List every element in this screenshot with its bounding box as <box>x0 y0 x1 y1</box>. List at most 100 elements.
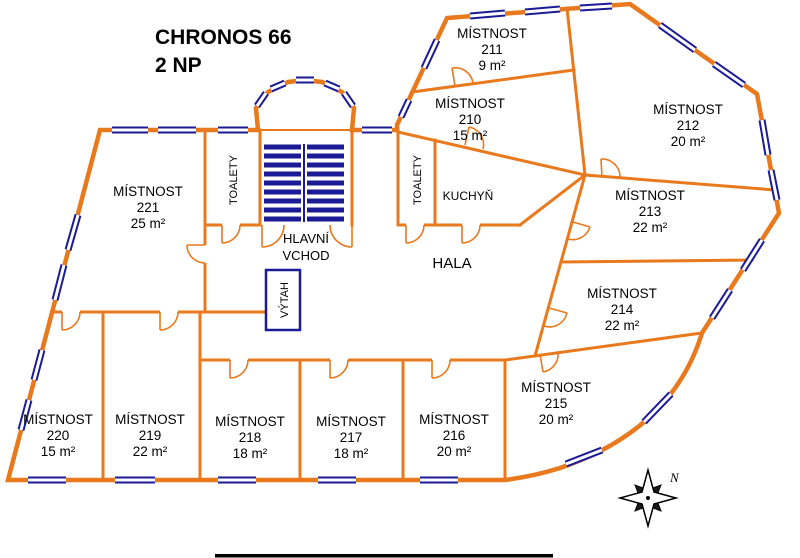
room-220-name: MÍSTNOST <box>23 412 93 427</box>
room-label-213: MÍSTNOST 213 22 m² <box>615 188 685 235</box>
door-arc <box>261 224 285 248</box>
door-arc <box>61 311 81 331</box>
window <box>323 79 341 93</box>
wall-kitchen-right <box>517 172 588 228</box>
door-leaf <box>548 307 568 314</box>
wall-212-213-divider <box>583 173 777 192</box>
plan-floor: 2 NP <box>155 54 202 77</box>
window <box>657 22 698 53</box>
kitchen-label: KUCHYŇ <box>443 188 494 203</box>
room-219-name: MÍSTNOST <box>115 412 185 427</box>
door-room216 <box>431 359 451 379</box>
main-entrance-label-line2: VCHOD <box>283 248 330 263</box>
window <box>579 2 613 12</box>
door-arc <box>567 226 591 241</box>
door-arc <box>329 224 353 248</box>
room-label-214: MÍSTNOST 214 22 m² <box>587 286 657 333</box>
window <box>420 38 441 70</box>
door-openings <box>62 222 480 363</box>
door-leaf <box>600 158 603 178</box>
door-kitchen <box>461 224 481 244</box>
door-room214 <box>543 307 568 328</box>
interior-walls <box>50 6 777 482</box>
main-entrance-label-line1: HLAVNÍ <box>283 231 329 246</box>
door-arc <box>543 312 568 328</box>
elevator <box>264 268 302 332</box>
door-arc <box>600 158 621 179</box>
window <box>269 79 287 93</box>
room-221-number: 221 <box>137 200 160 215</box>
door-room217 <box>329 359 349 379</box>
room-218-name: MÍSTNOST <box>215 414 285 429</box>
door-room210 <box>464 126 485 150</box>
doors <box>61 66 621 379</box>
wall-215-top <box>503 331 704 362</box>
room-213-name: MÍSTNOST <box>615 188 685 203</box>
room-216-name: MÍSTNOST <box>419 412 489 427</box>
room-212-name: MÍSTNOST <box>653 102 723 117</box>
room-219-number: 219 <box>139 428 162 443</box>
labels: CHRONOS 66 2 NP MÍSTNOST 221 25 m² MÍSTN… <box>23 26 723 461</box>
room-label-217: MÍSTNOST 217 18 m² <box>316 414 386 461</box>
door-room211 <box>451 66 474 87</box>
room-label-212: MÍSTNOST 212 20 m² <box>653 102 723 149</box>
window <box>740 238 765 272</box>
room-212-number: 212 <box>677 118 700 133</box>
window <box>767 169 781 201</box>
window <box>711 61 747 88</box>
room-211-number: 211 <box>481 42 503 57</box>
room-213-number: 213 <box>639 204 662 219</box>
room-215-name: MÍSTNOST <box>521 380 591 395</box>
bottom-crop-line <box>215 554 553 558</box>
room-218-number: 218 <box>239 430 262 445</box>
door-room221 <box>186 244 206 264</box>
room-220-number: 220 <box>47 428 70 443</box>
elevator-label: VÝTAH <box>278 282 291 318</box>
toilets-right-label: TOALETY <box>412 154 424 205</box>
door-arc <box>405 224 425 244</box>
toilets-left-label: TOALETY <box>228 154 240 205</box>
door-arc <box>186 244 206 264</box>
door-toilets-right <box>405 224 425 244</box>
door-arc <box>229 359 249 379</box>
window <box>709 288 733 320</box>
door-room220 <box>61 311 81 331</box>
room-label-218: MÍSTNOST 218 18 m² <box>215 414 285 461</box>
window <box>64 214 82 251</box>
room-label-219: MÍSTNOST 219 22 m² <box>115 412 185 459</box>
room-label-220: MÍSTNOST 220 15 m² <box>23 412 93 459</box>
door-arc <box>468 126 485 150</box>
room-216-area: 20 m² <box>437 444 472 459</box>
room-220-area: 15 m² <box>41 444 76 459</box>
door-toilets-left <box>221 224 241 244</box>
hall-label: HALA <box>432 255 471 272</box>
wall-211-210-divider <box>410 68 576 94</box>
door-arc <box>461 224 481 244</box>
room-215-number: 215 <box>545 396 568 411</box>
room-210-area: 15 m² <box>453 128 488 143</box>
window <box>397 98 413 119</box>
window <box>758 119 772 156</box>
window <box>641 391 674 425</box>
door-arc <box>542 351 559 373</box>
window <box>564 446 604 468</box>
door-room218 <box>229 359 249 379</box>
room-210-number: 210 <box>459 112 482 127</box>
window <box>30 349 46 381</box>
door-arc <box>221 224 241 244</box>
door-leaf <box>464 126 470 146</box>
room-211-name: MÍSTNOST <box>457 26 527 41</box>
room-label-215: MÍSTNOST 215 20 m² <box>521 380 591 427</box>
room-221-area: 25 m² <box>131 216 166 231</box>
room-217-area: 18 m² <box>334 446 369 461</box>
room-214-area: 22 m² <box>605 318 640 333</box>
room-212-area: 20 m² <box>671 134 706 149</box>
door-room219 <box>159 311 179 331</box>
windows <box>17 2 781 484</box>
wall-210-bottom <box>396 130 587 177</box>
door-room213 <box>567 221 591 241</box>
compass-rose: N <box>617 467 680 529</box>
door-room212 <box>600 158 621 179</box>
compass-north-label: N <box>669 470 680 485</box>
wall-hala-right <box>533 173 587 358</box>
